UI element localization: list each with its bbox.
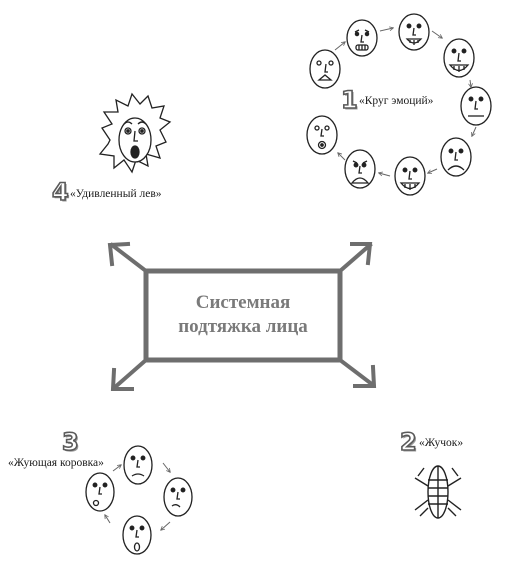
arrow-top-left [107, 241, 149, 274]
section-2-label: «Жучок» [419, 437, 464, 449]
section-2-number: 2 [399, 428, 417, 456]
section-3-label: «Жующая коровка» [8, 457, 104, 469]
section-1-number: 1 [340, 86, 358, 114]
cow-face [123, 445, 153, 485]
center-title-line-1: Системная [195, 292, 291, 313]
chewing-cow [85, 445, 193, 555]
center-box [143, 268, 343, 363]
cow-face [122, 515, 152, 555]
emotion-face [440, 137, 472, 177]
emotion-face [344, 149, 376, 189]
bug-figure [414, 465, 462, 519]
section-3-number: 3 [61, 428, 79, 456]
arrow-bottom-right [337, 357, 377, 388]
emotion-face [346, 19, 378, 57]
emotion-face [460, 86, 492, 126]
section-4-label: «Удивленный лев» [70, 188, 162, 200]
arrow-top-right [337, 242, 373, 274]
surprised-lion [98, 92, 172, 174]
emotion-face [443, 38, 475, 78]
cow-face [163, 477, 193, 517]
emotion-face [398, 13, 430, 51]
center-title-line-2: подтяжка лица [178, 316, 308, 337]
section-1-label: «Круг эмоций» [359, 95, 434, 107]
emotion-circle [306, 13, 492, 196]
arrow-bottom-left [110, 357, 149, 391]
emotion-face [306, 115, 338, 155]
cow-face [85, 472, 115, 512]
section-4-number: 4 [51, 178, 69, 206]
emotion-face [394, 156, 426, 196]
emotion-face [309, 49, 341, 89]
